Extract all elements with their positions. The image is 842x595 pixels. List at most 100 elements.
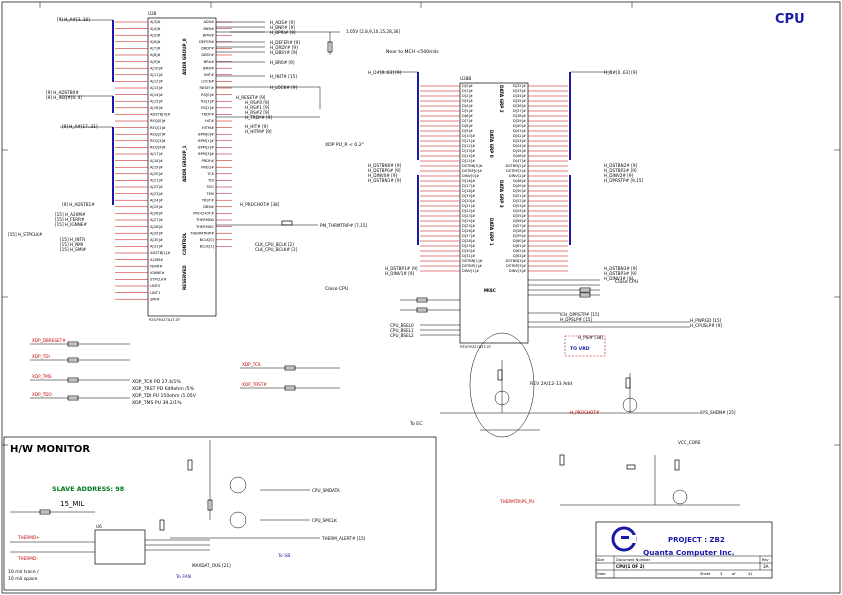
note-to-sb: To SB [277,553,290,559]
pin-label: A[4]# [150,27,161,31]
pin-label: A[25]# [150,205,163,209]
note-rev: REV 2A/12-13 Add [530,381,572,387]
net-xdp-dbreset: XDP_DBRESET# [32,338,66,343]
pin-label: A[14]# [150,93,163,97]
pin-label: D[7]# [462,119,473,123]
pin-label: DSTBN[3]# [506,259,527,263]
pin-label: BNR# [203,27,214,31]
vrd-box [564,335,606,357]
net-psi: H_PSI# [38] [578,335,603,340]
net-dstbn3: H_DSTBN3# [9] [604,266,637,271]
pin-label: D[35]# [513,99,526,103]
pin-label: D[43]# [513,139,526,143]
pin-label: D[57]# [513,224,526,228]
group-misc: MISC [484,288,496,293]
net-rs1: H_RS#1 [9] [245,105,270,110]
pin-label: A[31]# [150,245,163,249]
net-reset: H_RESET# [9] [236,95,266,100]
pin-label: THERMDA [195,218,214,222]
pin-label: D[14]# [462,154,475,158]
pin-label: IGNNE# [150,271,165,275]
pin-label: A[21]# [150,179,163,183]
group-data2: DATA GRP 2 [499,85,504,113]
pin-label: D[10]# [462,134,475,138]
misc-right: Close CPU Close CPU ICH_DPRSTP# [15] H_D… [325,279,722,357]
pin-label: A[23]# [150,192,163,196]
pin-label: D[5]# [462,109,473,113]
frame-ticks [2,2,840,446]
pin-label: D[22]# [462,209,475,213]
cpu-symbol-address: U28 PZ479U27A1T-0T ADDR GROUP_0 ADDR GRO… [115,11,232,322]
note-xdp-trst: XDP_TRST PD 649ohm /5% [132,386,195,392]
net-dstbp1: H_DSTBP1# [9] [385,266,418,271]
pin-label: D[44]# [513,144,526,148]
pin-label: BPM[0]# [198,132,214,136]
pin-label: BPM[2]# [198,146,214,150]
note-close-cpu-left: Close CPU [325,286,348,292]
net-left-7: [15] H_IGNNE# [55,222,88,227]
net-xdp-tms: XDP_TMS [32,374,52,379]
pin-label: DRDY# [201,47,214,51]
pin-label: A[10]# [150,66,163,70]
pin-label: A[29]# [150,231,163,235]
group-addr1: ADDR GROUP_1 [182,145,187,182]
pin-label: A[12]# [150,80,163,84]
pin-label: D[55]# [513,214,526,218]
main-right-wires [216,21,340,226]
pin-label: REQ[2]# [150,132,166,136]
pin-label: A[3]# [150,20,161,24]
pin-label: RESET# [199,86,214,90]
pin-label: A[28]# [150,225,163,229]
net-thermd-p: THERMD+ [17,535,40,540]
net-dprstp: H_DPRSTP# [9,15] [604,178,643,183]
xdp-resistors: XDP_DBRESET# XDP_TDI XDP_TMS XDP_TDO XDP… [30,338,340,406]
net-dinv0: H_DINV0# [9] [368,173,398,178]
pin-label: DSTBN[0]# [462,164,483,168]
sheet-name: CPU(1 OF 2) [616,564,645,569]
note-xdp-tms: XDP_TMS PU 39.2/1% [132,400,182,406]
net-prochot: H_PROCHOT# [38] [240,202,280,207]
hw-monitor-ref: U6 [96,524,102,529]
cpu-part: PZ479U27A1T-0T [149,318,181,322]
pin-label: D[21]# [462,204,475,208]
date-label: Date [597,572,606,576]
pin-label: D[58]# [513,229,526,233]
company-name: Quanta Computer Inc. [643,548,735,557]
pin-label: HIT# [205,119,214,123]
pin-label: DINV[0]# [462,174,479,178]
net-rs0: H_RS#0 [9] [245,100,270,105]
pin-label: D[41]# [513,129,526,133]
net-ich-dprstp: ICH_DPRSTP# [15] [560,312,600,317]
pin-label: A[15]# [150,99,163,103]
pin-label: FERR# [150,264,162,268]
pin-label: BPM[1]# [198,139,214,143]
group-addr0: ADDR GROUP_0 [182,38,187,75]
pin-label: DSTBN[2]# [506,164,527,168]
pin-label: D[1]# [462,89,473,93]
pin-label: D[28]# [462,239,475,243]
pin-label: ADS# [203,20,214,24]
pin-label: HITM# [202,126,214,130]
net-hit: H_HIT# [9] [245,124,268,129]
of-label: of [732,572,736,576]
rev-ellipse [469,332,535,438]
net-maxdat: MAXDAT_OUS [21] [192,563,231,568]
pin-label: ADSTB[1]# [150,251,170,255]
pin-label: DSTBP[3]# [506,264,526,268]
pin-label: D[25]# [462,224,475,228]
pin-label: A[9]# [150,60,161,64]
net-bclk1: CLK_CPU_BCLK# [2] [255,247,298,252]
net-thermtrip: PM_THRMTRIP# [7,15] [320,223,367,228]
pin-label: ADSTB[0]# [150,113,170,117]
pin-label: D[2]# [462,94,473,98]
group-reserved: RESERVED [182,265,187,290]
pin-label: RS[1]# [201,99,214,103]
net-bnr: H_BNR# [9] [270,25,295,30]
pin-label: D[63]# [513,254,526,258]
net-xdp-tdo: XDP_TDO [32,392,52,397]
net-left-11: [15] H_SMI# [60,247,87,252]
pin-label: TRDY# [201,113,214,117]
pin-label: DSTBP[0]# [462,169,482,173]
pin-label: D[49]# [513,184,526,188]
note-to-vrd: TO VRD [570,346,590,352]
